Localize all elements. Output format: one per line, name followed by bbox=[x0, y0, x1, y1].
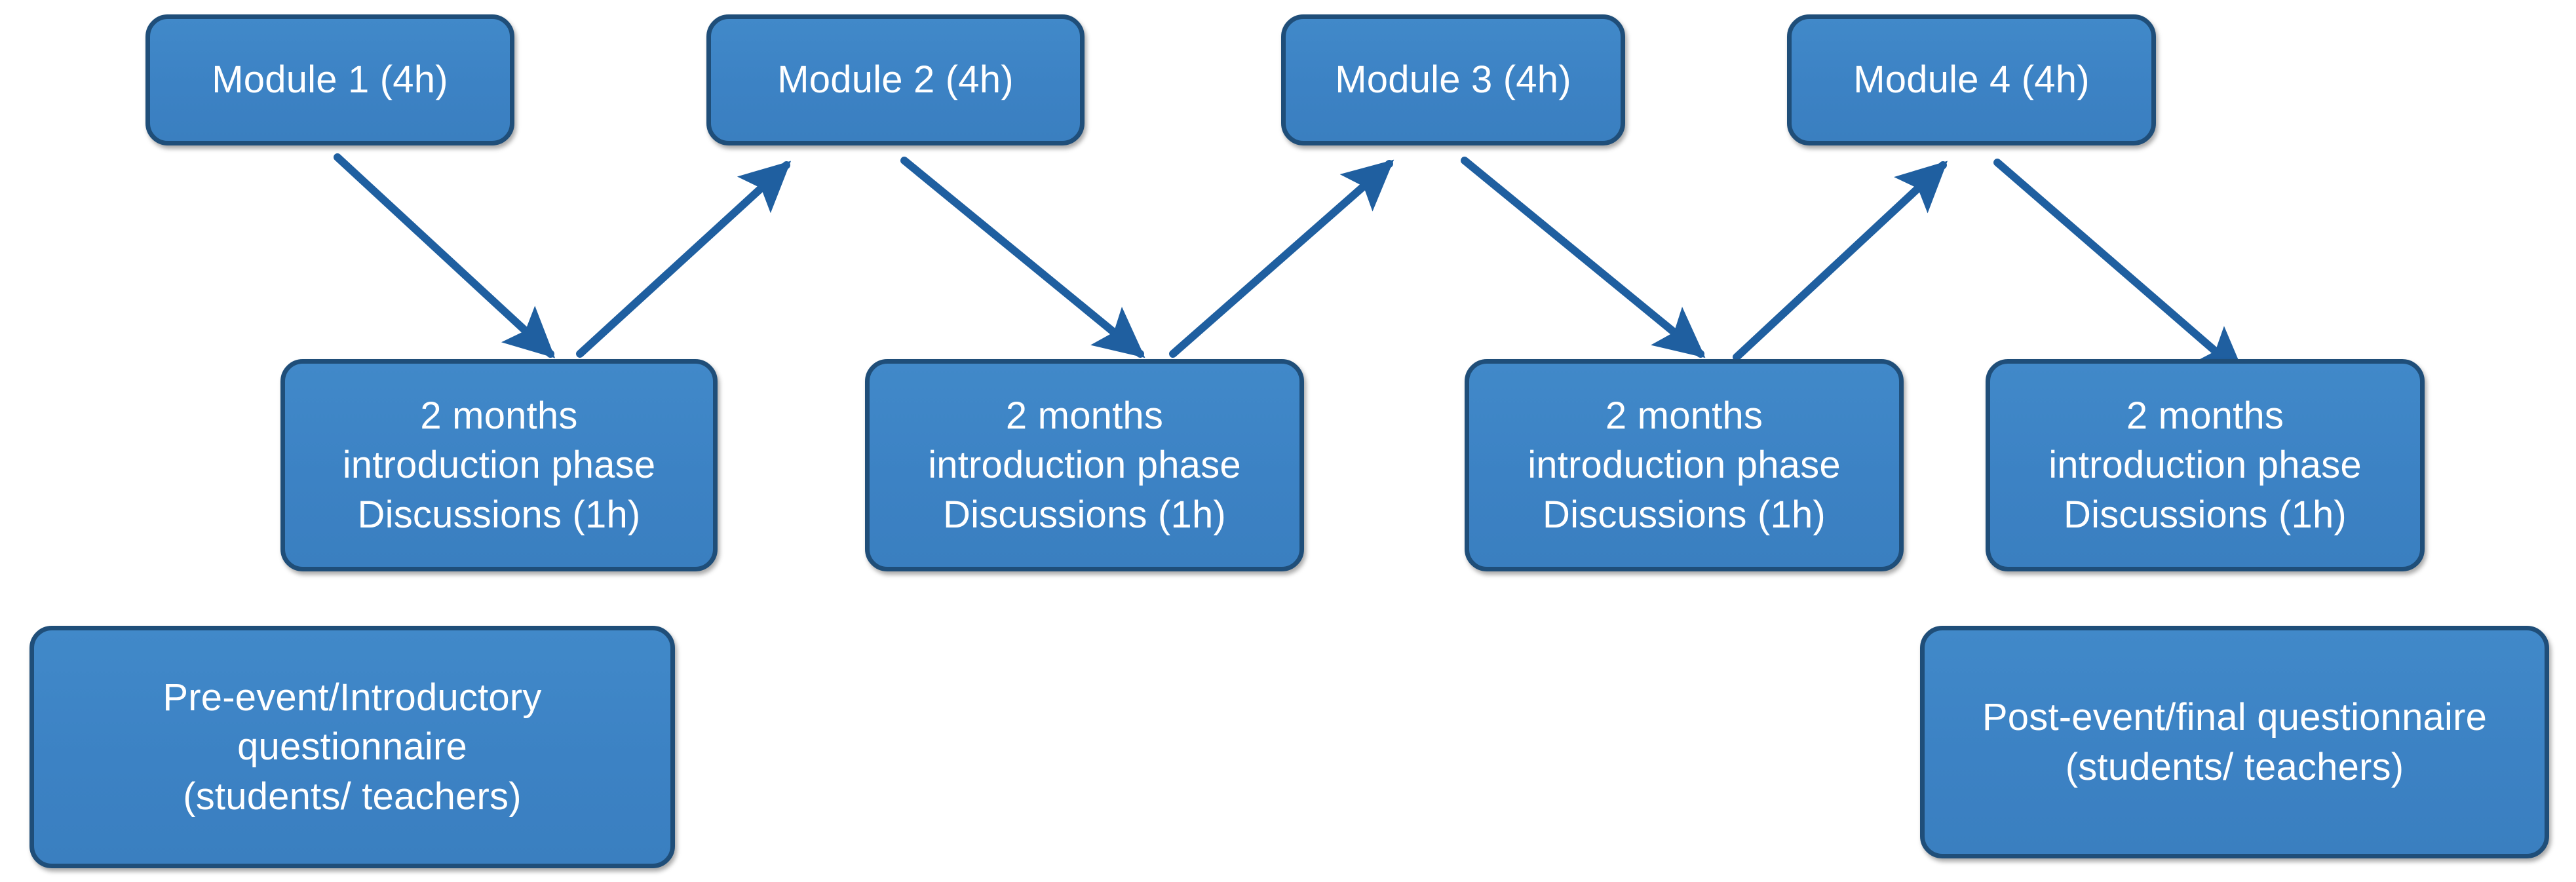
phase-box-4[interactable]: 2 months introduction phase Discussions … bbox=[1986, 359, 2425, 571]
module-box-1[interactable]: Module 1 (4h) bbox=[145, 14, 514, 145]
module-4-to-phase-4 bbox=[1993, 159, 2246, 378]
pre-event-questionnaire-label: Pre-event/Introductory questionnaire (st… bbox=[163, 676, 542, 818]
module-box-3[interactable]: Module 3 (4h) bbox=[1281, 14, 1625, 145]
phase-box-1[interactable]: 2 months introduction phase Discussions … bbox=[280, 359, 718, 571]
phase-box-2-label: 2 months introduction phase Discussions … bbox=[928, 394, 1241, 536]
module-box-2-label: Module 2 (4h) bbox=[777, 58, 1014, 102]
phase-3-to-module-4 bbox=[1733, 161, 1948, 361]
module-box-1-label: Module 1 (4h) bbox=[212, 58, 448, 102]
module-box-2[interactable]: Module 2 (4h) bbox=[706, 14, 1085, 145]
pre-event-questionnaire-box[interactable]: Pre-event/Introductory questionnaire (st… bbox=[29, 626, 675, 868]
phase-1-to-module-2 bbox=[576, 161, 792, 358]
module-box-4[interactable]: Module 4 (4h) bbox=[1787, 14, 2156, 145]
phase-box-3[interactable]: 2 months introduction phase Discussions … bbox=[1465, 359, 1904, 571]
module-1-to-phase-1 bbox=[334, 153, 556, 358]
module-3-to-phase-3 bbox=[1461, 157, 1706, 358]
phase-box-4-label: 2 months introduction phase Discussions … bbox=[2048, 394, 2362, 536]
phase-2-to-module-3 bbox=[1169, 159, 1394, 358]
post-event-questionnaire-label: Post-event/final questionnaire (students… bbox=[1982, 696, 2488, 788]
post-event-questionnaire-box[interactable]: Post-event/final questionnaire (students… bbox=[1920, 626, 2549, 858]
phase-box-2[interactable]: 2 months introduction phase Discussions … bbox=[865, 359, 1304, 571]
module-2-to-phase-2 bbox=[900, 157, 1145, 358]
phase-box-3-label: 2 months introduction phase Discussions … bbox=[1528, 394, 1841, 536]
module-box-3-label: Module 3 (4h) bbox=[1335, 58, 1571, 102]
phase-box-1-label: 2 months introduction phase Discussions … bbox=[342, 394, 656, 536]
module-box-4-label: Module 4 (4h) bbox=[1853, 58, 2090, 102]
